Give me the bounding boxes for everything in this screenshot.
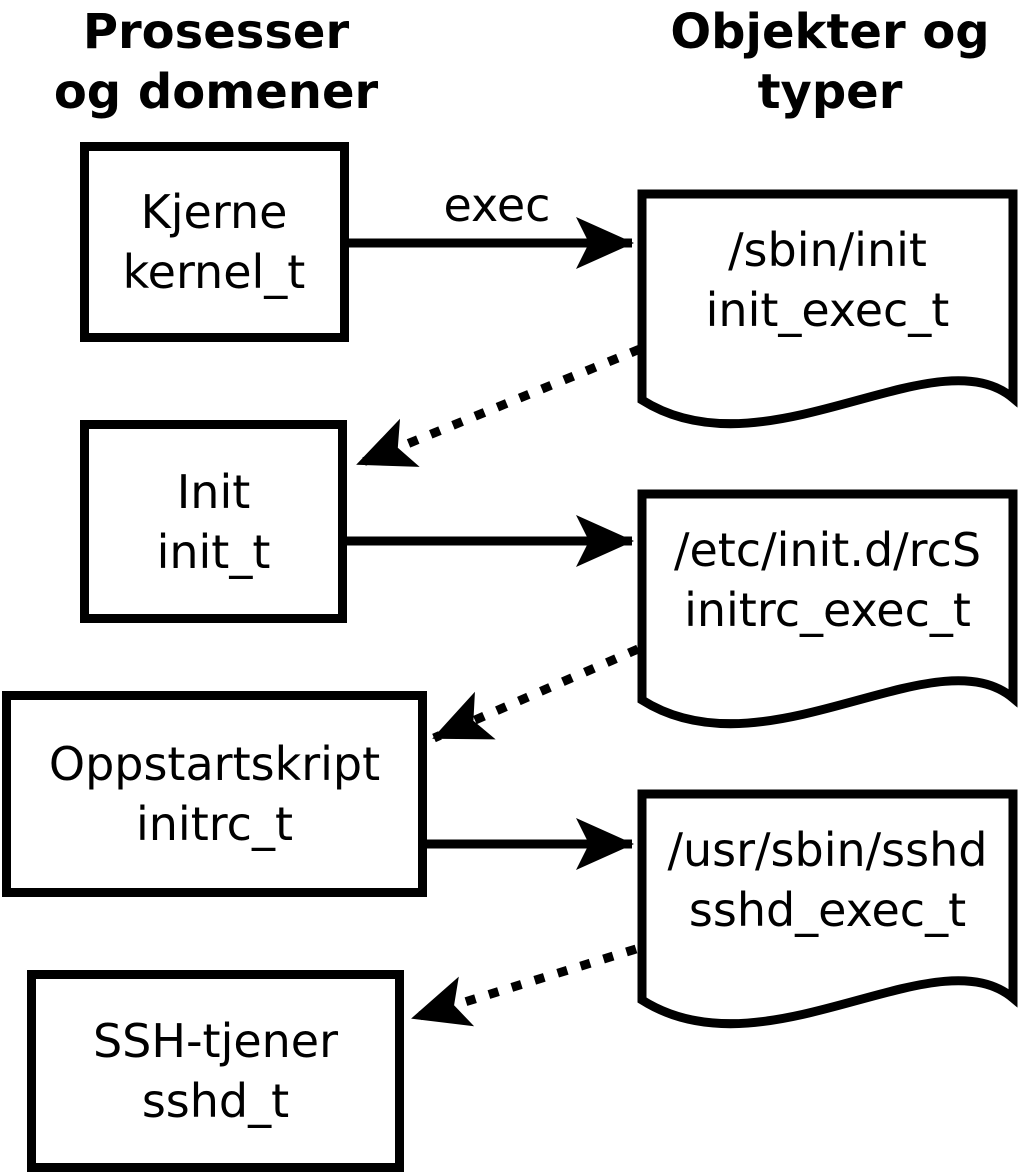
process-type: initrc_t [136, 797, 293, 851]
object-type: init_exec_t [705, 283, 950, 337]
transition-arrow-sshd-exec-to-sshd-t [411, 944, 638, 1027]
object-type: sshd_exec_t [688, 883, 967, 937]
column-header-objects: Objekter og typer [630, 2, 1024, 122]
process-type: sshd_t [141, 1074, 290, 1128]
process-type: kernel_t [122, 245, 306, 299]
object-label-sshd-exec: /usr/sbin/sshd sshd_exec_t [642, 794, 1013, 966]
column-header-objects-line2: typer [757, 64, 903, 120]
process-label-sshd: SSH-tjener sshd_t [27, 970, 404, 1172]
process-box-sshd-t [27, 970, 404, 1172]
process-name: Kjerne [140, 185, 288, 239]
process-name: SSH-tjener [92, 1014, 339, 1068]
object-doc-initrc-exec-t [637, 489, 1018, 729]
process-type: init_t [156, 524, 271, 579]
object-path: /sbin/init [728, 223, 927, 277]
edge-label-exec: exec [443, 178, 551, 232]
process-label-initrc: Oppstartskript initrc_t [2, 691, 427, 897]
process-label-kernel: Kjerne kernel_t [80, 142, 348, 342]
object-path: /usr/sbin/sshd [667, 823, 988, 877]
transition-arrow-init-exec-to-init-t [356, 344, 642, 469]
object-label-init-exec: /sbin/init init_exec_t [642, 194, 1013, 366]
object-path: /etc/init.d/rcS [673, 523, 982, 577]
object-type: initrc_exec_t [684, 583, 971, 637]
process-box-kernel-t [80, 142, 349, 342]
transition-arrow-initrc-exec-to-initrc-t [432, 644, 640, 743]
object-doc-init-exec-t [637, 189, 1018, 429]
process-box-initrc-t [2, 691, 427, 897]
column-header-processes-line1: Prosesser [82, 4, 350, 60]
object-label-initrc-exec: /etc/init.d/rcS initrc_exec_t [642, 494, 1013, 666]
column-header-processes-line2: og domener [53, 64, 379, 120]
process-name: Init [176, 464, 251, 519]
process-label-init: Init init_t [80, 420, 347, 623]
process-name: Oppstartskript [48, 737, 381, 791]
column-header-processes: Prosesser og domener [16, 2, 416, 122]
object-doc-sshd-exec-t [637, 789, 1018, 1029]
column-header-objects-line1: Objekter og [670, 4, 990, 60]
process-box-init-t [80, 420, 347, 623]
